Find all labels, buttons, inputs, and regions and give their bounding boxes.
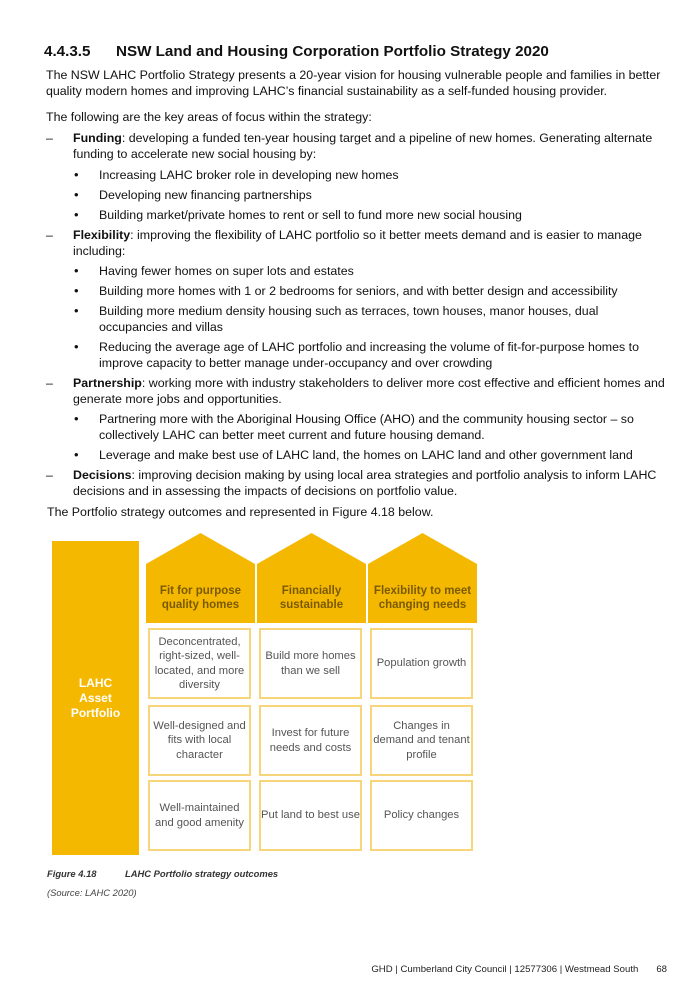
- dash-list-item: – Decisions: improving decision making b…: [46, 468, 669, 499]
- outcomes-intro-text: The Portfolio strategy outcomes and repr…: [47, 505, 434, 519]
- outcome-cell: Invest for future needs and costs: [259, 705, 362, 776]
- page-number: 68: [656, 964, 667, 975]
- focus-intro: The following are the key areas of focus…: [46, 110, 669, 126]
- bullet-text: Increasing LAHC broker role in developin…: [99, 168, 399, 182]
- bullet-item: • Building more medium density housing su…: [46, 303, 669, 335]
- bullet-text: Developing new financing partnerships: [99, 188, 312, 202]
- bullet-item: • Building market/private homes to rent o…: [46, 207, 669, 224]
- bullet-item: • Reducing the average age of LAHC portfo…: [46, 339, 669, 371]
- figure-title: LAHC Portfolio strategy outcomes: [125, 868, 279, 879]
- area-partnership: – Partnership: working more with industr…: [46, 376, 669, 407]
- footer-text: GHD | Cumberland City Council | 12577306…: [371, 964, 639, 975]
- area-term: Flexibility: [73, 228, 131, 242]
- outcomes-intro: The Portfolio strategy outcomes and repr…: [47, 505, 669, 521]
- area-description: : improving the flexibility of LAHC port…: [73, 228, 642, 258]
- dash-list-item: – Funding: developing a funded ten-year …: [46, 131, 669, 162]
- bullet-marker: •: [74, 447, 79, 462]
- house-header: Flexibility to meet changing needs: [373, 585, 472, 611]
- outcome-cell: Population growth: [370, 628, 473, 699]
- bullet-marker: •: [74, 167, 79, 182]
- outcome-cell: Put land to best use: [259, 780, 362, 851]
- bullet-text: Building market/private homes to rent or…: [99, 208, 522, 222]
- bullet-text: Partnering more with the Aboriginal Hous…: [99, 412, 634, 442]
- figure-number: Figure 4.18: [47, 868, 97, 879]
- dash-marker: –: [46, 131, 53, 145]
- bullet-text: Reducing the average age of LAHC portfol…: [99, 340, 639, 370]
- outcome-cell: Well-designed and fits with local charac…: [148, 705, 251, 776]
- bullet-item: • Building more homes with 1 or 2 bedroom…: [46, 283, 669, 300]
- house-fit-for-purpose: Fit for purpose quality homes: [146, 533, 255, 623]
- bullet-item: • Increasing LAHC broker role in developi…: [46, 167, 669, 184]
- bullet-marker: •: [74, 207, 79, 222]
- bullet-marker: •: [74, 283, 79, 298]
- outcome-cell: Changes in demand and tenant profile: [370, 705, 473, 776]
- bullet-marker: •: [74, 411, 79, 426]
- section-title: NSW Land and Housing Corporation Portfol…: [116, 43, 549, 60]
- house-header: Financially sustainable: [279, 585, 344, 611]
- figure-caption: Figure 4.18 LAHC Portfolio strategy outco…: [47, 868, 278, 879]
- bullet-text: Building more homes with 1 or 2 bedrooms…: [99, 284, 618, 298]
- bullet-text: Building more medium density housing suc…: [99, 304, 599, 334]
- dash-list-item: – Flexibility: improving the flexibility…: [46, 228, 669, 259]
- bullet-item: • Leverage and make best use of LAHC land…: [46, 447, 669, 464]
- section-number: 4.4.3.5: [44, 43, 91, 60]
- focus-intro-text: The following are the key areas of focus…: [46, 110, 372, 124]
- area-term: Partnership: [73, 376, 142, 390]
- dash-list-item: – Partnership: working more with industr…: [46, 376, 669, 407]
- dash-marker: –: [46, 376, 53, 390]
- bullet-item: • Developing new financing partnerships: [46, 187, 669, 204]
- intro-text: The NSW LAHC Portfolio Strategy presents…: [46, 68, 661, 98]
- outcome-cell: Policy changes: [370, 780, 473, 851]
- asset-portfolio-column: LAHC Asset Portfolio: [52, 541, 139, 855]
- bullet-marker: •: [74, 187, 79, 202]
- bullet-item: • Partnering more with the Aboriginal Hou…: [46, 411, 669, 443]
- bullet-item: • Having fewer homes on super lots and es…: [46, 263, 669, 280]
- bullet-text: Leverage and make best use of LAHC land,…: [99, 448, 633, 462]
- house-shape-icon: [146, 533, 255, 623]
- area-decisions: – Decisions: improving decision making b…: [46, 468, 669, 499]
- area-funding: – Funding: developing a funded ten-year …: [46, 131, 669, 162]
- house-flexibility: Flexibility to meet changing needs: [368, 533, 477, 623]
- asset-portfolio-label: LAHC Asset Portfolio: [70, 675, 121, 720]
- area-term: Decisions: [73, 468, 132, 482]
- area-description: : working more with industry stakeholder…: [73, 376, 665, 406]
- dash-marker: –: [46, 468, 53, 482]
- house-shape-icon: [368, 533, 477, 623]
- outcome-cell: Deconcentrated, right-sized, well-locate…: [148, 628, 251, 699]
- house-shape-icon: [257, 533, 366, 623]
- outcome-cell: Well-maintained and good amenity: [148, 780, 251, 851]
- page-footer: GHD | Cumberland City Council | 12577306…: [371, 964, 667, 975]
- outcome-cell: Build more homes than we sell: [259, 628, 362, 699]
- section-heading: 4.4.3.5 NSW Land and Housing Corporation …: [44, 43, 549, 60]
- intro-paragraph: The NSW LAHC Portfolio Strategy presents…: [46, 68, 669, 99]
- figure-source: (Source: LAHC 2020): [47, 887, 137, 898]
- house-header: Fit for purpose quality homes: [159, 585, 242, 611]
- house-financially-sustainable: Financially sustainable: [257, 533, 366, 623]
- bullet-marker: •: [74, 263, 79, 278]
- dash-marker: –: [46, 228, 53, 242]
- bullet-text: Having fewer homes on super lots and est…: [99, 264, 354, 278]
- area-description: : developing a funded ten-year housing t…: [73, 131, 653, 161]
- area-flexibility: – Flexibility: improving the flexibility…: [46, 228, 669, 259]
- figure-portfolio-outcomes: LAHC Asset Portfolio Fit for purpose qua…: [52, 533, 480, 855]
- area-term: Funding: [73, 131, 122, 145]
- bullet-marker: •: [74, 303, 79, 318]
- area-description: : improving decision making by using loc…: [73, 468, 657, 498]
- bullet-marker: •: [74, 339, 79, 354]
